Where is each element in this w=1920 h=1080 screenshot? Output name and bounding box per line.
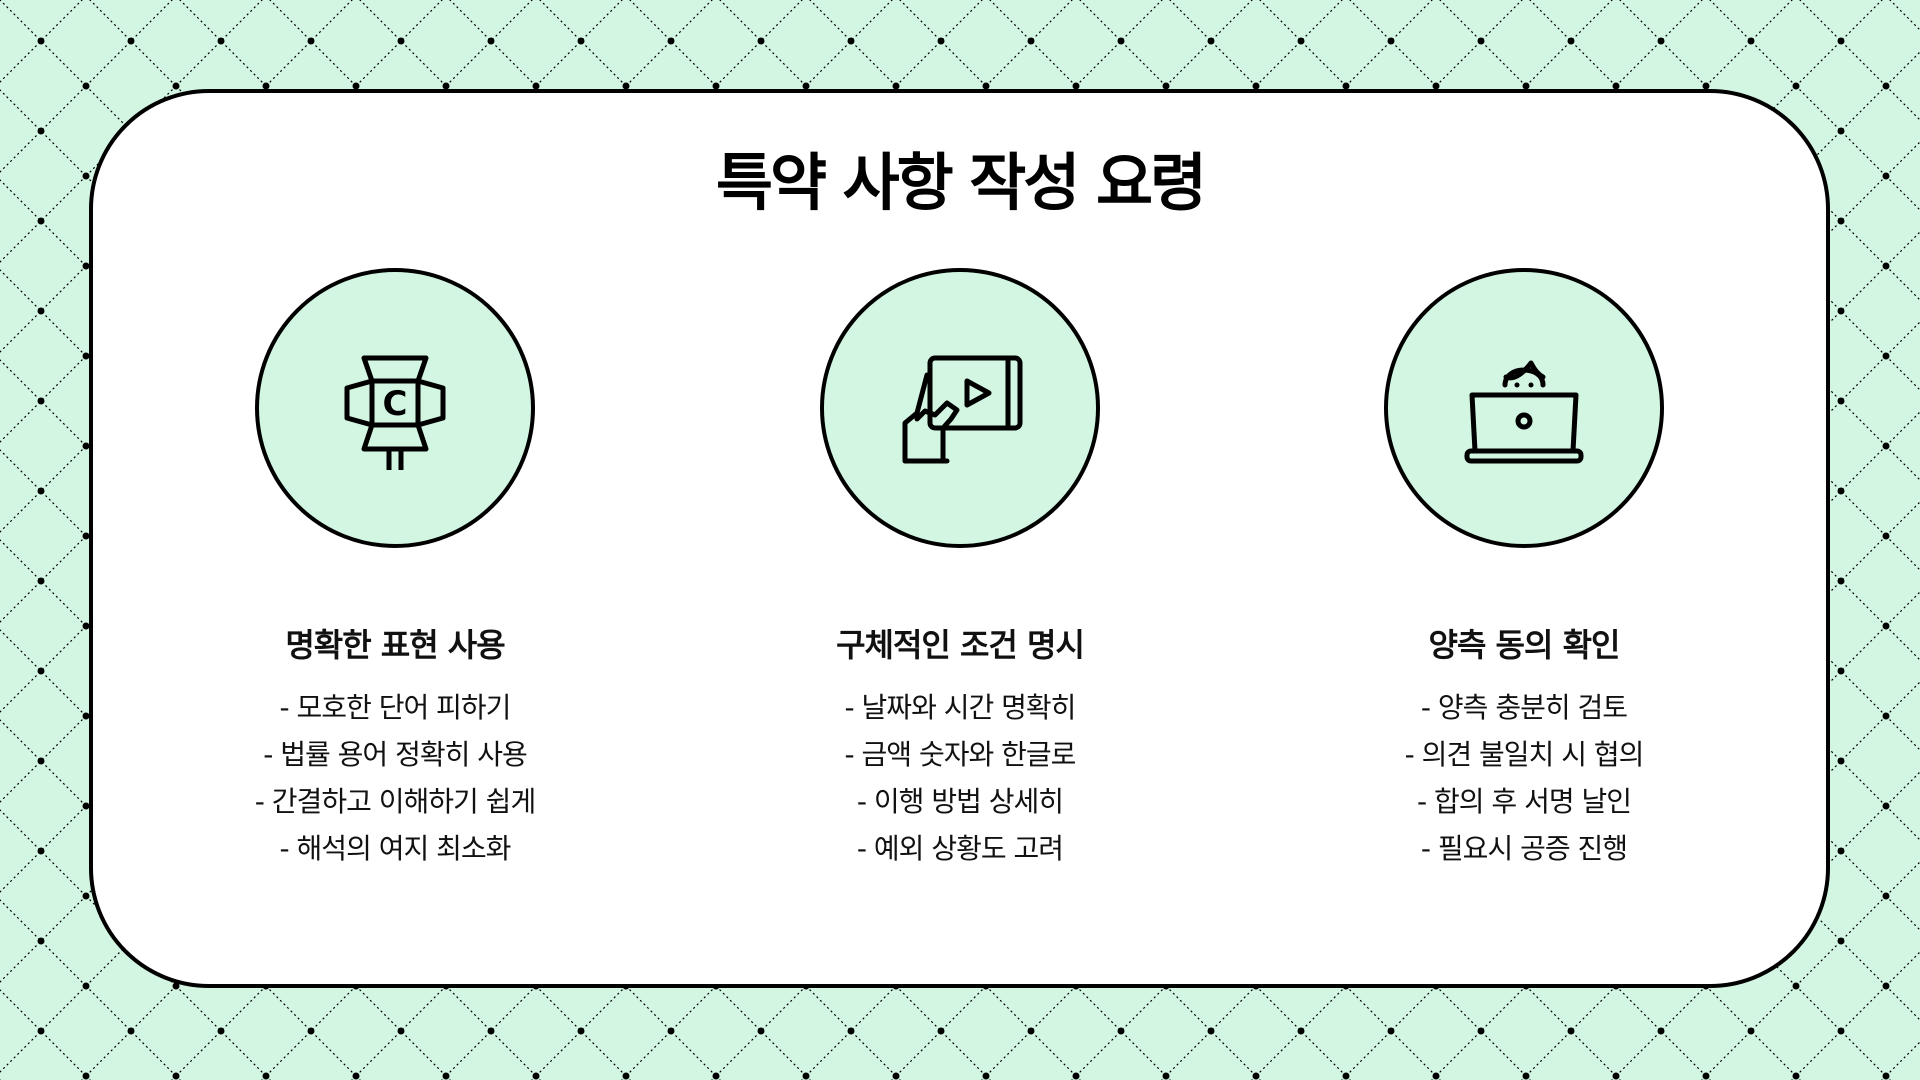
column-clear-expression: C 명확한 표현 사용 - 모호한 단어 피하기 - 법률 용어 정확히 사용 …: [135, 268, 655, 872]
list-item: - 간결하고 이해하기 쉽게: [254, 785, 536, 818]
icon-circle: C: [255, 268, 535, 548]
spotlight-icon: C: [344, 355, 446, 470]
column-mutual-agreement: 양측 동의 확인 - 양측 충분히 검토 - 의견 불일치 시 협의 - 합의 …: [1264, 268, 1784, 872]
list-item: - 해석의 여지 최소화: [279, 832, 512, 865]
list-item: - 의견 불일치 시 협의: [1404, 738, 1645, 771]
column-title: 구체적인 조건 명시: [836, 626, 1085, 664]
svg-text:C: C: [383, 384, 408, 424]
icon-circle: [820, 268, 1100, 548]
list-item: - 필요시 공증 진행: [1420, 832, 1628, 865]
list-item: - 이행 방법 상세히: [856, 785, 1064, 818]
column-title: 명확한 표현 사용: [285, 626, 505, 664]
list-item: - 금액 숫자와 한글로: [844, 738, 1077, 771]
column-list: - 모호한 단어 피하기 - 법률 용어 정확히 사용 - 간결하고 이해하기 …: [135, 684, 655, 872]
column-title: 양측 동의 확인: [1428, 626, 1621, 664]
list-item: - 양측 충분히 검토: [1420, 691, 1628, 724]
icon-circle: [1384, 268, 1664, 548]
column-specific-conditions: 구체적인 조건 명시 - 날짜와 시간 명확히 - 금액 숫자와 한글로 - 이…: [700, 268, 1220, 872]
tablet-video-icon: [902, 355, 1023, 464]
list-item: - 합의 후 서명 날인: [1416, 785, 1632, 818]
list-item: - 예외 상황도 고려: [856, 832, 1064, 865]
column-list: - 양측 충분히 검토 - 의견 불일치 시 협의 - 합의 후 서명 날인 -…: [1264, 684, 1784, 872]
page-title: 특약 사항 작성 요령: [715, 146, 1207, 219]
person-laptop-icon: [1464, 360, 1584, 464]
list-item: - 법률 용어 정확히 사용: [263, 738, 528, 771]
list-item: - 모호한 단어 피하기: [279, 691, 512, 724]
column-list: - 날짜와 시간 명확히 - 금액 숫자와 한글로 - 이행 방법 상세히 - …: [700, 684, 1220, 872]
list-item: - 날짜와 시간 명확히: [844, 691, 1077, 724]
